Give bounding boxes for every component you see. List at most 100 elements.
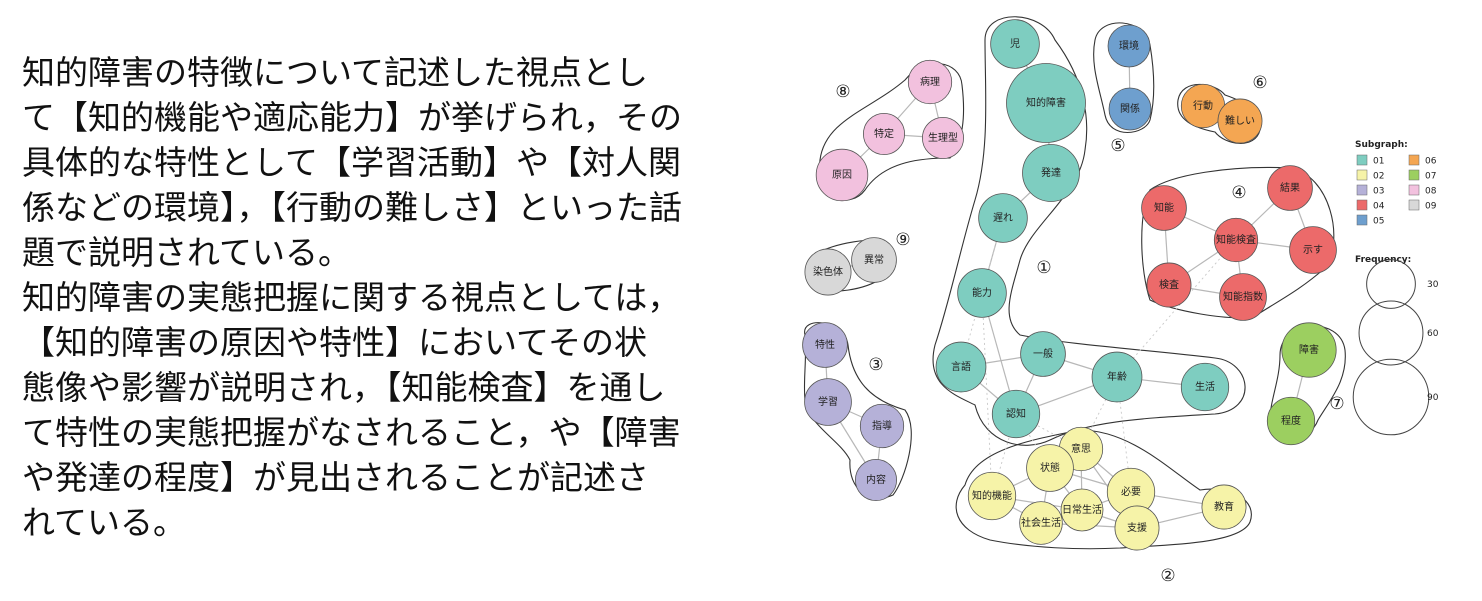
node-label: 生活: [1195, 380, 1215, 393]
text-line: 【知的障害の原因や特性】においてその状: [22, 323, 648, 362]
node-circle: [1141, 185, 1187, 231]
legend-swatch: [1356, 214, 1368, 226]
node-circle: [1217, 98, 1263, 144]
node-circle: [804, 378, 852, 426]
network-node: 学習: [804, 378, 852, 426]
node-circle: [991, 389, 1041, 439]
node-circle: [1281, 322, 1337, 378]
node-circle: [1006, 63, 1086, 143]
text-line: 係などの環境】，【行動の難しさ】といった話: [22, 188, 682, 227]
text-line: て特性の実態把握がなされること，や【障害: [22, 413, 681, 452]
node-label: 社会生活: [1021, 516, 1061, 529]
subgraph-outline: [819, 63, 965, 201]
node-circle: [802, 322, 848, 368]
network-node: 環境: [1107, 24, 1151, 68]
text-line: 題で説明されている。: [22, 233, 352, 272]
network-node: 生理型: [921, 116, 965, 160]
legend-size-circle: [1358, 300, 1424, 366]
node-circle: [1266, 396, 1316, 446]
node-circle: [1213, 217, 1259, 263]
node-label: 教育: [1214, 500, 1234, 513]
node-label: 能力: [972, 286, 992, 299]
legend-swatch: [1356, 184, 1368, 196]
node-label: 必要: [1121, 485, 1141, 498]
legend-swatch: [1356, 169, 1368, 181]
node-label: 意思: [1071, 442, 1091, 455]
node-label: 状態: [1040, 461, 1060, 474]
node-circle: [957, 268, 1007, 318]
network-node: 言語: [935, 341, 987, 393]
node-circle: [1201, 484, 1247, 530]
network-node: 状態: [1026, 444, 1074, 492]
node-circle: [907, 59, 953, 105]
node-label: 程度: [1281, 414, 1301, 427]
node-circle: [990, 19, 1040, 69]
legend-label: 06: [1425, 157, 1437, 167]
network-edge-dashed: [981, 292, 993, 497]
node-label: 知能: [1154, 201, 1174, 214]
node-label: 内容: [866, 473, 886, 486]
node-circle: [815, 148, 869, 202]
legend-label: 09: [1425, 202, 1437, 212]
node-label: 知能検査: [1216, 233, 1256, 246]
network-node: 病理: [907, 59, 953, 105]
text-line: 具体的な特性として【学習活動】や【対人関: [22, 143, 682, 182]
node-label: 言語: [951, 360, 971, 373]
network-node: 児: [990, 19, 1040, 69]
subgraph-outlines: [803, 16, 1346, 550]
legend-label: 07: [1425, 172, 1436, 182]
legend-label: 01: [1373, 157, 1384, 167]
node-label: 遅れ: [993, 212, 1013, 224]
node-label: 指導: [872, 419, 892, 432]
legend-size-label: 90: [1427, 393, 1439, 403]
legend-label: 02: [1373, 172, 1384, 182]
node-circle: [1060, 488, 1104, 532]
node-label: 関係: [1120, 103, 1140, 115]
node-label: 知的機能: [972, 489, 1012, 502]
network-node: 年齢: [1091, 351, 1143, 403]
node-circle: [1114, 505, 1160, 551]
node-circle: [1091, 351, 1143, 403]
network-edge-dashed: [1116, 239, 1237, 378]
node-circle: [859, 403, 905, 449]
node-label: 病理: [920, 75, 940, 88]
node-label: 異常: [864, 253, 884, 266]
legend-swatch: [1408, 169, 1420, 181]
node-circle: [854, 458, 898, 502]
network-node: 教育: [1201, 484, 1247, 530]
network-node: 知的障害: [1006, 63, 1086, 143]
node-circle: [967, 471, 1017, 521]
node-circle: [1026, 444, 1074, 492]
network-edge-dashed: [1080, 376, 1118, 450]
node-label: 年齢: [1107, 370, 1127, 383]
legend-swatch: [1408, 154, 1420, 166]
region-number: ⑨: [895, 230, 910, 250]
node-label: 支援: [1127, 521, 1147, 534]
node-label: 認知: [1006, 407, 1026, 420]
legend-label: 08: [1425, 187, 1437, 197]
legend: Subgraph:010203040506070809Frequency:306…: [1352, 140, 1439, 436]
node-label: 障害: [1299, 343, 1319, 356]
node-circle: [1108, 87, 1152, 131]
subgraph-outline: [932, 16, 1246, 446]
legend-swatch: [1356, 154, 1368, 166]
legend-size-circle: [1352, 358, 1430, 436]
text-line: 知的障害の特徴について記述した視点とし: [22, 53, 649, 92]
node-circle: [1020, 331, 1066, 377]
network-node: 知能: [1141, 185, 1187, 231]
network-node: 特定: [862, 112, 906, 156]
text-line: て【知的機能や適応能力】が挙げられ，その: [22, 98, 682, 137]
network-node: 検査: [1146, 262, 1192, 308]
network-node: 知能指数: [1219, 273, 1267, 321]
node-label: 行動: [1193, 99, 1213, 112]
node-circle: [1267, 165, 1313, 211]
network-node: 認知: [991, 389, 1041, 439]
network-node: 結果: [1267, 165, 1313, 211]
node-circle: [862, 112, 906, 156]
legend-label: 05: [1373, 217, 1384, 227]
network-node: 一般: [1020, 331, 1066, 377]
legend-subgraph-title: Subgraph:: [1355, 140, 1408, 150]
node-circle: [1146, 262, 1192, 308]
region-number: ⑤: [1110, 136, 1125, 156]
legend-swatch: [1408, 184, 1420, 196]
